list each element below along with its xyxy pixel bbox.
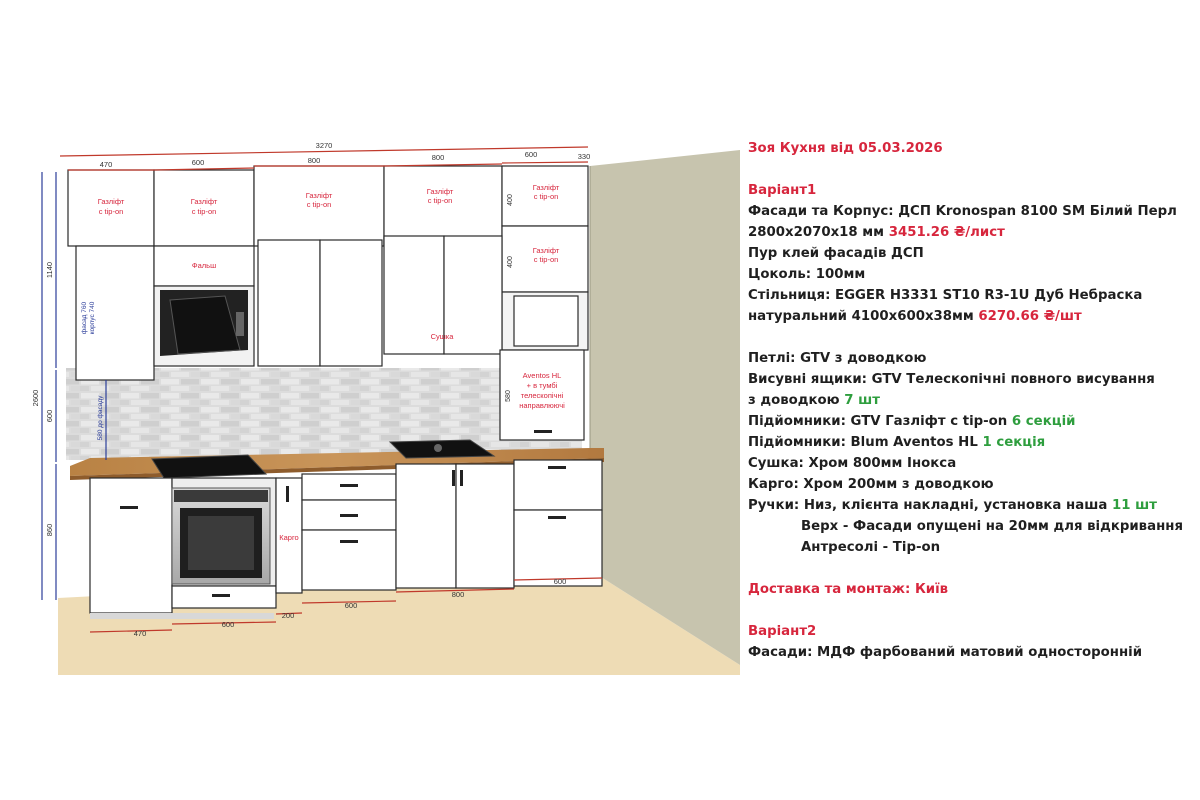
dim-left-600: 600 xyxy=(45,410,54,423)
top-dimensions xyxy=(59,146,589,171)
spec-drawers-count: 7 шт xyxy=(844,393,880,408)
cooktop-right xyxy=(388,439,496,459)
spec-countertop-price: 6270.66 ₴/шт xyxy=(978,309,1082,324)
spec-plinth: Цоколь: 100мм xyxy=(748,267,866,282)
spec-drawers-closer: з доводкою xyxy=(748,393,840,408)
cooktop-left xyxy=(151,454,268,479)
label-tipon-6: с tip-on xyxy=(534,255,559,264)
backsplash xyxy=(66,368,582,460)
spec-hinges: Петлі: GTV з доводкою xyxy=(748,351,927,366)
label-tipon-2: с tip-on xyxy=(192,207,217,216)
label-sushka: Сушка xyxy=(431,332,455,341)
side-wall xyxy=(590,150,740,665)
spec-dryer: Сушка: Хром 800мм Інокса xyxy=(748,456,957,471)
oven xyxy=(171,487,271,585)
label-aventos-2: + в тумбі xyxy=(527,381,558,390)
spec-lifts-blum-count: 1 секція xyxy=(982,435,1046,450)
spec-countertop-row: натуральний 4100х600х38мм 6270.66 ₴/шт xyxy=(748,306,1188,327)
spec-lifts-blum-row: Підйомники: Blum Aventos HL 1 секція xyxy=(748,432,1188,453)
label-facade-760: фасад 760 xyxy=(81,301,88,334)
label-gaslift-6: Газліфт xyxy=(533,246,560,255)
dim-top-800b: 800 xyxy=(432,153,445,162)
cabinet-handles xyxy=(120,466,566,597)
label-tipon-1: с tip-on xyxy=(99,207,124,216)
label-gaslift-3: Газліфт xyxy=(306,191,333,200)
spec-cargo: Карго: Хром 200мм з доводкою xyxy=(748,477,994,492)
dim-bottom-600b: 600 xyxy=(345,601,358,610)
label-gaslift-5: Газліфт xyxy=(533,183,560,192)
spec-facades-v2: Фасади: МДФ фарбований матовий односторо… xyxy=(748,645,1143,660)
label-gaslift-4: Газліфт xyxy=(427,187,454,196)
spec-sheet-row: 2800x2070x18 мм 3451.26 ₴/лист xyxy=(748,222,1188,243)
spec-drawers: Висувні ящики: GTV Телескопічні повного … xyxy=(748,372,1155,387)
spec-lifts-gtv-row: Підйомники: GTV Газліфт с tip-on 6 секці… xyxy=(748,411,1188,432)
label-gaslift-2: Газліфт xyxy=(191,197,218,206)
dim-bottom-200: 200 xyxy=(282,611,295,620)
spec-panel: Зоя Кухня від 05.03.2026 Варіант1 Фасади… xyxy=(748,138,1188,663)
spec-handles-count: 11 шт xyxy=(1111,498,1157,513)
spec-top-note: Верх - Фасади опущені на 20мм для відкри… xyxy=(801,519,1183,534)
spec-handles: Ручки: Низ, клієнта накладні, установка … xyxy=(748,498,1108,513)
variant2-heading: Варіант2 xyxy=(748,624,817,639)
label-gaslift-1: Газліфт xyxy=(98,197,125,206)
label-aventos-3: телескопічні xyxy=(521,391,564,400)
kitchen-drawing: 3270 470 600 800 800 600 330 2600 1140 6… xyxy=(31,141,740,675)
spec-facades-body: Фасади та Корпус: ДСП Kronospan 8100 SM … xyxy=(748,204,1177,219)
label-falsh: Фальш xyxy=(192,261,216,270)
dim-580: 580 xyxy=(505,390,512,402)
spec-sheet-price: 3451.26 ₴/лист xyxy=(888,225,1005,240)
label-aventos-1: Aventos HL xyxy=(523,371,562,380)
spec-countertop: Стільниця: EGGER H3331 ST10 R3-1U Дуб Не… xyxy=(748,288,1143,303)
label-tipon-3: с tip-on xyxy=(307,200,332,209)
dim-top-total: 3270 xyxy=(316,141,333,150)
upper-cabinets xyxy=(67,165,589,441)
dim-top-800a: 800 xyxy=(308,156,321,165)
spec-lifts-gtv-count: 6 секцій xyxy=(1011,414,1076,429)
dim-top-600b: 600 xyxy=(525,150,538,159)
spec-lifts-gtv: Підйомники: GTV Газліфт с tip-on xyxy=(748,414,1008,429)
dim-400-a: 400 xyxy=(507,194,514,206)
label-kargo: Карго xyxy=(279,533,298,542)
variant1-heading: Варіант1 xyxy=(748,183,817,198)
dim-bottom-600c: 600 xyxy=(554,577,567,586)
dim-bottom-470: 470 xyxy=(134,629,147,638)
spec-drawers-row: з доводкою 7 шт xyxy=(748,390,1188,411)
spec-lifts-blum: Підйомники: Blum Aventos HL xyxy=(748,435,978,450)
dim-top-600a: 600 xyxy=(192,158,205,167)
dim-400-b: 400 xyxy=(507,256,514,268)
label-tipon-4: с tip-on xyxy=(428,196,453,205)
bottom-dimensions xyxy=(89,577,603,633)
spec-delivery: Доставка та монтаж: Київ xyxy=(748,582,949,597)
spec-pur-glue: Пур клей фасадів ДСП xyxy=(748,246,924,261)
spec-sheet-size: 2800x2070x18 мм xyxy=(748,225,885,240)
left-dimensions xyxy=(41,172,107,600)
spec-title: Зоя Кухня від 05.03.2026 xyxy=(748,141,943,156)
range-hood xyxy=(160,290,248,356)
dim-left-1140: 1140 xyxy=(45,262,54,278)
spec-mezzanine-note: Антресолі - Tip-on xyxy=(801,540,941,555)
dim-top-470: 470 xyxy=(100,160,113,169)
label-aventos-4: направлюючі xyxy=(519,401,565,410)
dim-left-2600: 2600 xyxy=(31,390,40,407)
label-tipon-5: с tip-on xyxy=(534,192,559,201)
dim-bottom-800: 800 xyxy=(452,590,465,599)
label-korpus-740: корпус 740 xyxy=(89,301,96,334)
dim-left-860: 860 xyxy=(45,524,54,537)
spec-handles-row: Ручки: Низ, клієнта накладні, установка … xyxy=(748,495,1188,516)
label-580-to-facade: 580 до фасаду xyxy=(97,395,104,440)
spec-countertop-size: натуральний 4100х600х38мм xyxy=(748,309,974,324)
dim-bottom-600: 600 xyxy=(222,620,235,629)
dim-top-330: 330 xyxy=(578,152,591,161)
